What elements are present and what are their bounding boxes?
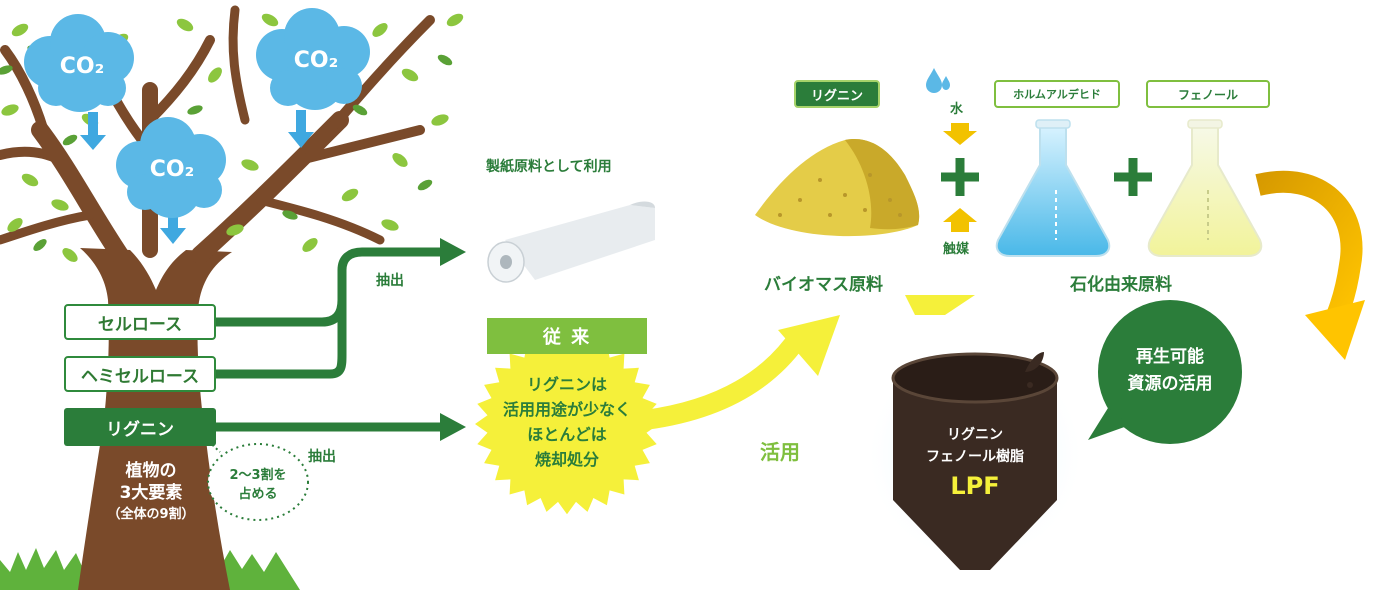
co2-label-1: CO₂ <box>59 54 105 79</box>
conventional-text: リグニンは 活用用途が少なく ほとんどは 焼却処分 <box>502 375 631 469</box>
extract-label-bottom: 抽出 <box>308 449 336 465</box>
catalyst-label: 触媒 <box>943 242 970 257</box>
water-down-arrow <box>943 123 977 145</box>
formaldehyde-tag: ホルムアルデヒド <box>994 80 1120 108</box>
phenol-tag: フェノール <box>1146 80 1270 108</box>
tree-caption: 植物の 3大要素 （全体の9割） <box>107 461 195 522</box>
renewable-bubble <box>1088 300 1242 444</box>
co2-cloud-1 <box>24 14 134 150</box>
arrow-head-bottom <box>440 413 466 441</box>
conventional-header: 従 来 <box>487 318 647 354</box>
water-label: 水 <box>950 102 964 117</box>
lignin-tag: リグニン <box>794 80 880 108</box>
petro-label: 石化由来原料 <box>1070 275 1172 295</box>
biomass-highlight <box>905 295 975 315</box>
utilize-arrow-head <box>778 315 840 376</box>
co2-label-2: CO₂ <box>149 157 195 182</box>
biomass-label: バイオマス原料 <box>764 275 883 295</box>
extraction-arrows <box>216 247 442 432</box>
water-drop-icon <box>926 68 950 93</box>
plus-icon-1 <box>941 158 979 196</box>
catalyst-up-arrow <box>943 208 977 232</box>
extract-label-top: 抽出 <box>376 273 404 289</box>
phenol-flask-icon <box>1147 119 1263 257</box>
lpf-text: リグニン フェノール樹脂 LPF <box>893 424 1057 504</box>
utilize-arrow <box>643 329 809 430</box>
hemicellulose-box: ヘミセルロース <box>64 356 216 392</box>
gold-arrow-head <box>1305 300 1365 360</box>
plus-icon-2 <box>1114 158 1152 196</box>
co2-cloud-2 <box>116 117 226 244</box>
co2-label-3: CO₂ <box>293 48 339 73</box>
cellulose-box: セルロース <box>64 304 216 340</box>
utilize-label: 活用 <box>760 440 800 464</box>
lpf-resin-cup <box>891 352 1059 570</box>
arrow-head-top <box>440 238 466 266</box>
lignin-pile-icon <box>755 139 920 237</box>
formaldehyde-flask-icon <box>995 119 1111 257</box>
ratio-callout <box>207 443 309 521</box>
gold-curved-arrow <box>1255 170 1363 325</box>
co2-cloud-3 <box>256 8 370 148</box>
renewable-text: 再生可能 資源の活用 <box>1127 347 1213 394</box>
lpf-code: LPF <box>950 472 1000 500</box>
paper-use-label: 製紙原料として利用 <box>486 159 612 175</box>
paper-roll-icon <box>487 201 655 283</box>
conventional-starburst <box>475 333 659 515</box>
ratio-text: 2〜3割を 占める <box>229 468 287 502</box>
lignin-box: リグニン <box>64 408 216 446</box>
